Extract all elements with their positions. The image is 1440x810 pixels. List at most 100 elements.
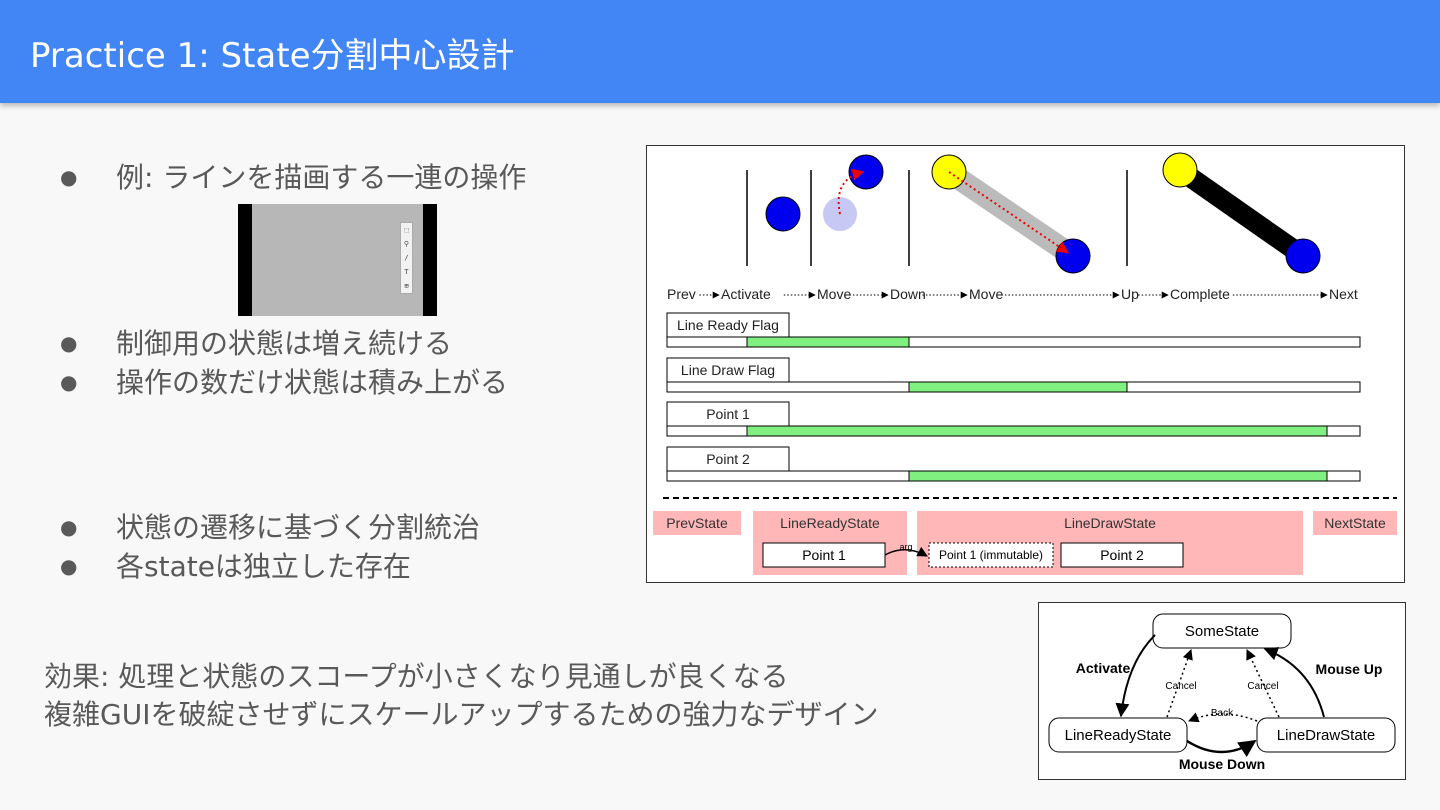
bullet-item: ● 制御用の状態は増え続ける [60, 324, 508, 363]
arg-arrow-icon [884, 546, 928, 557]
line-complete-icon [1174, 161, 1309, 265]
arg-label: arg [899, 542, 912, 552]
track-active-span [746, 336, 910, 348]
bullet-item: ● 例: ラインを描画する一連の操作 [60, 158, 526, 197]
track-label-box [666, 312, 790, 338]
effect-line-2: 複雑GUIを破綻させずにスケールアップするための強力なデザイン [44, 698, 879, 731]
draw-state-node-label: LineDrawState [1277, 727, 1375, 744]
draw-point-immutable-label: Point 1 (immutable) [939, 548, 1043, 562]
link-tool-icon: ⚲ [403, 240, 410, 248]
timeline-svg: Prev Activate Move Down Move Up Complete Next L… [653, 152, 1397, 575]
back-arrow-icon [1188, 712, 1258, 723]
drag-arrow-icon [948, 171, 1069, 254]
thumbnail-toolbar: ⬚ ⚲ ∕ T ⊞ [400, 222, 413, 294]
track-label-box [666, 446, 790, 472]
track-label-box [666, 401, 790, 427]
event-axis: Prev Activate Move Down Move Up Complete Next [667, 286, 1358, 302]
track-label: Point 1 [706, 406, 750, 422]
line-preview-icon [942, 162, 1080, 266]
point-blue-icon [848, 154, 884, 190]
ready-point-label: Point 1 [802, 547, 846, 563]
timeline-track: Line Ready Flag [666, 312, 1361, 348]
select-tool-icon: ⬚ [404, 226, 409, 234]
ready-state-node-label: LineReadyState [1065, 727, 1172, 744]
table-tool-icon: ⊞ [404, 282, 409, 290]
bullet-item: ● 各stateは独立した存在 [60, 547, 480, 586]
next-state-label: NextState [1324, 515, 1386, 531]
bullet-dot-icon: ● [60, 331, 78, 355]
mouse-up-arrow-icon [1263, 647, 1325, 718]
line-tool-icon: ∕ [404, 254, 409, 262]
event-label: Up [1121, 286, 1139, 302]
track-label: Line Ready Flag [677, 317, 779, 333]
cancel-right-label: Cancel [1247, 681, 1278, 692]
some-state-label: SomeState [1185, 623, 1259, 640]
event-label: Complete [1170, 286, 1230, 302]
timeline-track: Point 1 [666, 401, 1361, 437]
activate-label: Activate [1076, 660, 1131, 676]
timeline-track: Point 2 [666, 446, 1361, 482]
track-label: Point 2 [706, 451, 750, 467]
prev-state-label: PrevState [666, 515, 728, 531]
state-machine-svg: SomeState LineReadyState LineDrawState A… [1048, 613, 1396, 772]
next-state-box [1313, 511, 1397, 535]
state-machine-diagram: SomeState LineReadyState LineDrawState A… [1038, 602, 1406, 780]
draw-point2-box [1060, 542, 1184, 568]
ready-point-box [762, 542, 886, 568]
mouse-up-label: Mouse Up [1316, 661, 1383, 677]
bullet-dot-icon: ● [60, 554, 78, 578]
text-tool-icon: T [404, 268, 409, 276]
track-label: Line Draw Flag [681, 362, 775, 378]
cancel-left-label: Cancel [1165, 681, 1196, 692]
state-timeline-diagram: Prev Activate Move Down Move Up Complete Next L… [646, 145, 1405, 583]
track-bar [666, 336, 1361, 348]
bullet-dot-icon: ● [60, 370, 78, 394]
track-label-box [666, 357, 790, 383]
bullet-dot-icon: ● [60, 515, 78, 539]
bullet-item: ● 状態の遷移に基づく分割統治 [60, 508, 480, 547]
track-active-span [746, 425, 1328, 437]
effect-line-1: 効果: 処理と状態のスコープが小さくなり見通しが良くなる [44, 660, 789, 693]
cancel-right-arrow-icon [1246, 649, 1280, 718]
event-label: Move [969, 286, 1003, 302]
some-state-node [1152, 613, 1292, 649]
move-arrow-icon [837, 168, 865, 215]
track-active-span [908, 381, 1128, 393]
activate-arrow-icon [1115, 634, 1156, 718]
draw-point2-label: Point 2 [1100, 547, 1144, 563]
bullet-list-solution: ● 状態の遷移に基づく分割統治 ● 各stateは独立した存在 [60, 508, 480, 586]
back-label: Back [1211, 708, 1234, 719]
bullet-text: 操作の数だけ状態は積み上がる [116, 366, 509, 399]
slide-title: Practice 1: State分割中心設計 [30, 36, 515, 76]
event-label: Activate [721, 286, 771, 302]
event-label: Prev [667, 286, 696, 302]
draw-point-immutable-box [928, 542, 1054, 568]
point-blue-icon [1285, 238, 1321, 274]
mouse-down-label: Mouse Down [1179, 756, 1265, 772]
line-draw-thumbnail: ⬚ ⚲ ∕ T ⊞ [238, 204, 437, 316]
event-label: Move [817, 286, 851, 302]
ready-state-label: LineReadyState [780, 515, 880, 531]
bullet-dot-icon: ● [60, 165, 78, 189]
point-blue-icon [1055, 238, 1091, 274]
draw-state-node [1256, 717, 1396, 753]
event-label: Next [1329, 286, 1358, 302]
effect-summary: 効果: 処理と状態のスコープが小さくなり見通しが良くなる 複雑GUIを破綻させず… [44, 658, 878, 734]
bullet-text: 制御用の状態は増え続ける [116, 327, 453, 360]
prev-state-box [653, 511, 741, 535]
point-blue-icon [765, 196, 801, 232]
bullet-text: 状態の遷移に基づく分割統治 [116, 511, 481, 544]
cancel-left-arrow-icon [1166, 649, 1193, 718]
timeline-track: Line Draw Flag [666, 357, 1361, 393]
event-label: Down [890, 286, 926, 302]
track-active-span [908, 470, 1328, 482]
ready-state-node [1048, 717, 1188, 753]
bullet-text: 例: ラインを描画する一連の操作 [116, 161, 527, 194]
bullet-list-example: ● 例: ラインを描画する一連の操作 [60, 158, 526, 197]
point-yellow-icon [1162, 152, 1198, 188]
bullet-text: 各stateは独立した存在 [116, 550, 411, 583]
mouse-down-arrow-icon [1186, 739, 1257, 758]
bullet-list-problems: ● 制御用の状態は増え続ける ● 操作の数だけ状態は積み上がる [60, 324, 508, 402]
bullet-item: ● 操作の数だけ状態は積み上がる [60, 363, 508, 402]
